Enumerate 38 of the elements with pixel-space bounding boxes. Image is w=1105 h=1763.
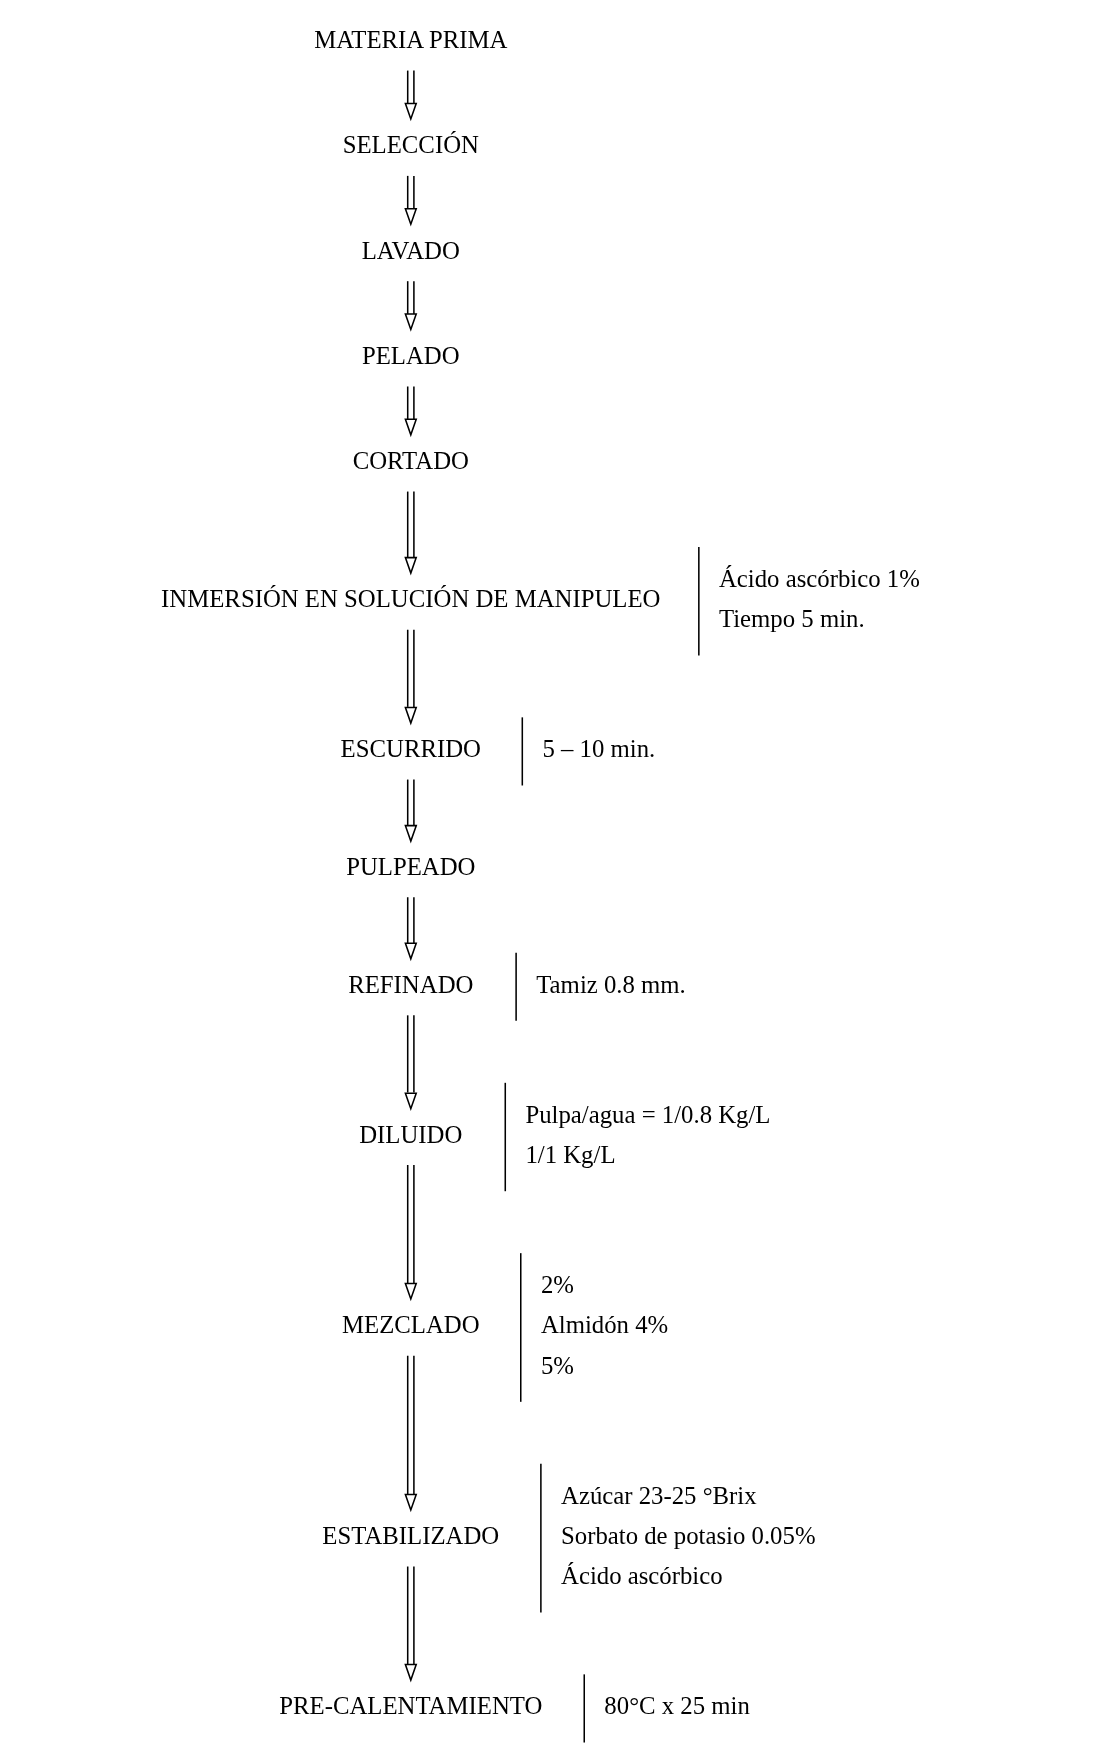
node-text: DILUIDO xyxy=(359,1120,463,1148)
node-label: 80°C x 25 min xyxy=(604,1692,750,1720)
arrow xyxy=(404,1565,418,1683)
node-label: 2% xyxy=(540,1271,574,1299)
arrow xyxy=(404,778,418,844)
node-label: 5 – 10 min. xyxy=(542,735,656,763)
node-text: ESCURRIDO xyxy=(340,735,481,763)
node-label: 1/1 Kg/L xyxy=(525,1141,616,1169)
node-text: ESTABILIZADO xyxy=(322,1521,500,1549)
node-label: Tamiz 0.8 mm. xyxy=(536,970,686,998)
arrow xyxy=(404,280,418,332)
node-text: PELADO xyxy=(361,341,460,369)
node-text: SELECCIÓN xyxy=(342,131,479,159)
node-text: MATERIA PRIMA xyxy=(314,26,508,54)
node-text: MEZCLADO xyxy=(342,1311,480,1339)
node-label: Pulpa/agua = 1/0.8 Kg/L xyxy=(525,1100,771,1128)
node-text: CORTADO xyxy=(352,447,469,475)
node-text: REFINADO xyxy=(348,970,474,998)
arrow xyxy=(404,1354,418,1513)
node-text: PRE-CALENTAMIENTO xyxy=(279,1692,543,1720)
arrow xyxy=(404,628,418,726)
arrow xyxy=(404,1164,418,1302)
node-label: Sorbato de potasio 0.05% xyxy=(561,1521,816,1549)
node-label: 5% xyxy=(540,1351,574,1379)
arrow xyxy=(404,175,418,227)
arrow xyxy=(404,1014,418,1111)
node-text: PULPEADO xyxy=(346,853,476,880)
arrow xyxy=(404,69,418,122)
arrow xyxy=(404,385,418,438)
node-text: INMERSIÓN EN SOLUCIÓN DE MANIPULEO xyxy=(161,585,661,613)
arrow xyxy=(404,490,418,576)
arrow xyxy=(404,896,418,962)
node-label: Tiempo 5 min. xyxy=(718,605,865,633)
node-label: Ácido ascórbico xyxy=(561,1562,723,1590)
node-label: Ácido ascórbico 1% xyxy=(718,564,920,592)
node-label: Azúcar 23-25 °Brix xyxy=(561,1481,757,1509)
node-label: Almidón 4% xyxy=(540,1311,669,1339)
node-text: LAVADO xyxy=(361,236,460,264)
